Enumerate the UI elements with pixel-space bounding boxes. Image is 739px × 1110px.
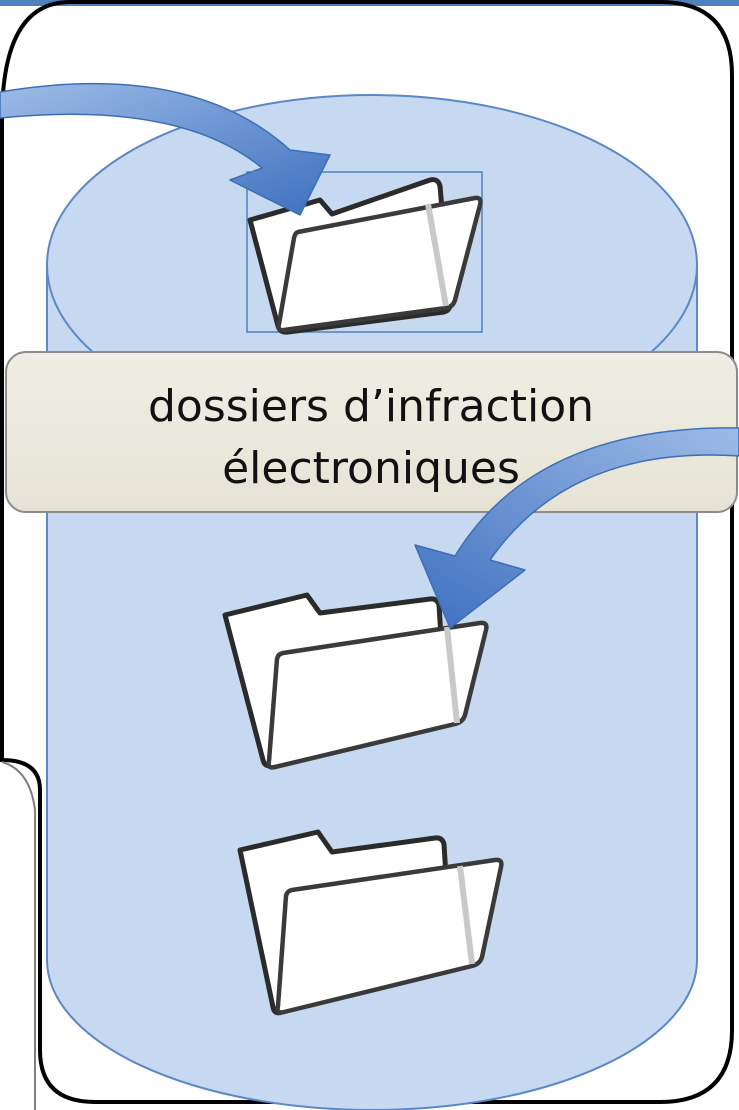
inner-frame-left	[1, 761, 36, 1110]
folder-icon	[247, 177, 483, 335]
curved-arrow-icon	[414, 427, 739, 629]
label-banner: dossiers d’infraction électroniques	[5, 351, 738, 513]
label-line-2: électroniques	[222, 443, 520, 494]
folder-icon	[237, 829, 504, 1016]
label-line-1: dossiers d’infraction	[148, 381, 594, 432]
folder-icon	[222, 592, 489, 770]
selection-frame	[246, 171, 483, 333]
curved-arrow-icon	[0, 82, 331, 216]
